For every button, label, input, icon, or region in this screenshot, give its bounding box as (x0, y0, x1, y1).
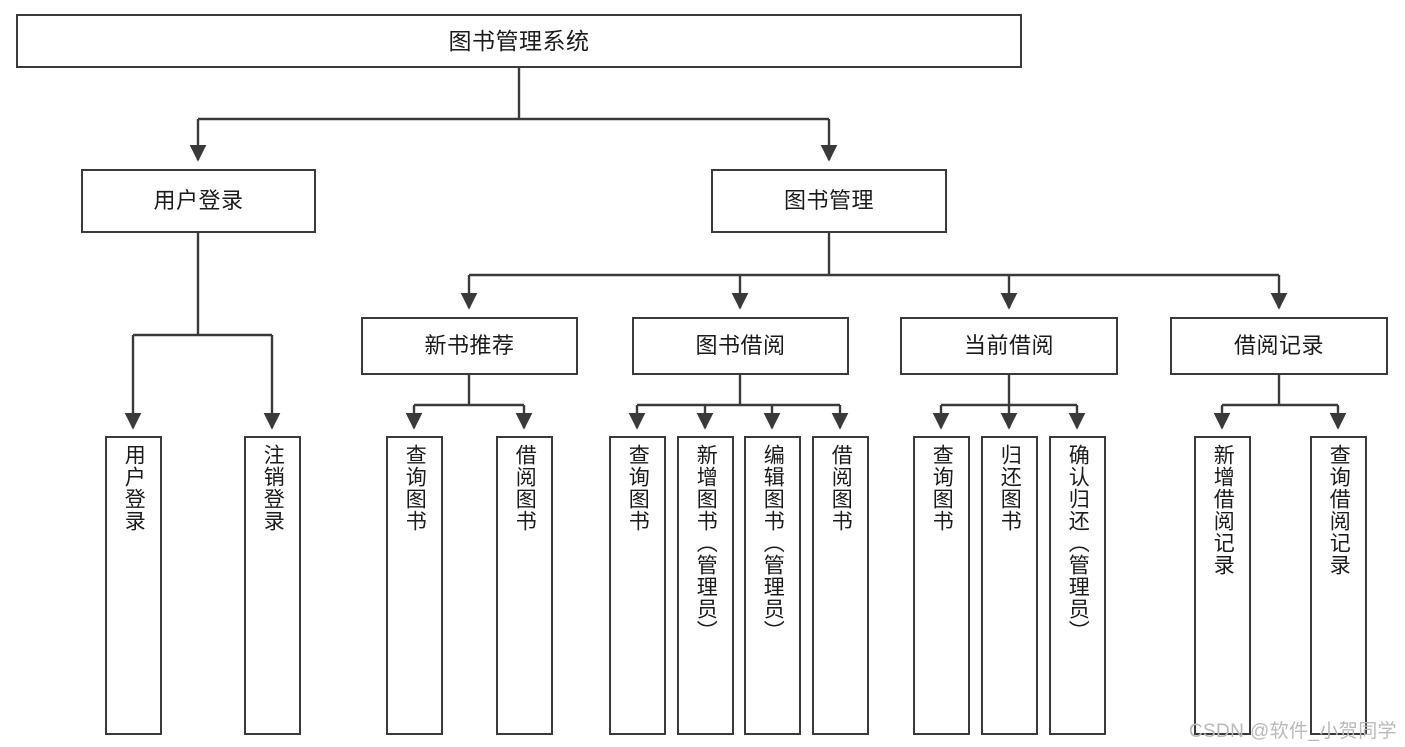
node-label: 图书借阅 (695, 333, 786, 359)
node-label: 确认归还（管理员） (1066, 444, 1090, 642)
leaf-user-login[interactable]: 用户登录 (105, 436, 162, 735)
node-label: 新增图书（管理员） (694, 444, 718, 642)
node-book-management[interactable]: 图书管理 (711, 169, 947, 233)
node-borrow-record[interactable]: 借阅记录 (1170, 317, 1388, 375)
leaf-return-book[interactable]: 归还图书 (981, 436, 1038, 735)
leaf-edit-book-admin[interactable]: 编辑图书（管理员） (744, 436, 801, 735)
node-book-borrow[interactable]: 图书借阅 (632, 317, 849, 375)
node-label: 注销登录 (261, 444, 285, 532)
watermark: CSDN @软件_小贺同学 (1188, 721, 1397, 742)
node-label: 借阅图书 (513, 444, 537, 532)
node-new-book-recommend[interactable]: 新书推荐 (361, 317, 578, 375)
leaf-logout[interactable]: 注销登录 (244, 436, 301, 735)
node-root-system[interactable]: 图书管理系统 (16, 14, 1022, 68)
leaf-query-borrow-record[interactable]: 查询借阅记录 (1310, 436, 1367, 735)
node-label: 新增借阅记录 (1211, 444, 1235, 576)
leaf-confirm-return-admin[interactable]: 确认归还（管理员） (1049, 436, 1106, 735)
leaf-query-book-current[interactable]: 查询图书 (913, 436, 970, 735)
node-label: 图书管理系统 (448, 27, 590, 54)
node-label: 查询图书 (403, 444, 427, 532)
node-current-borrow[interactable]: 当前借阅 (900, 317, 1118, 375)
node-label: 查询借阅记录 (1327, 444, 1351, 576)
leaf-query-book-borrow[interactable]: 查询图书 (609, 436, 666, 735)
node-label: 当前借阅 (963, 333, 1054, 359)
leaf-query-book-recommend[interactable]: 查询图书 (386, 436, 443, 735)
node-user-login[interactable]: 用户登录 (81, 169, 316, 233)
leaf-borrow-book[interactable]: 借阅图书 (812, 436, 869, 735)
node-label: 查询图书 (930, 444, 954, 532)
node-label: 借阅记录 (1233, 333, 1324, 359)
node-label: 新书推荐 (424, 333, 515, 359)
leaf-add-borrow-record[interactable]: 新增借阅记录 (1194, 436, 1251, 735)
leaf-add-book-admin[interactable]: 新增图书（管理员） (677, 436, 734, 735)
node-label: 编辑图书（管理员） (761, 444, 785, 642)
node-label: 图书管理 (783, 188, 874, 214)
node-label: 用户登录 (153, 188, 244, 214)
node-label: 借阅图书 (829, 444, 853, 532)
node-label: 归还图书 (998, 444, 1022, 532)
leaf-borrow-book-recommend[interactable]: 借阅图书 (496, 436, 553, 735)
node-label: 用户登录 (122, 444, 146, 532)
node-label: 查询图书 (626, 444, 650, 532)
